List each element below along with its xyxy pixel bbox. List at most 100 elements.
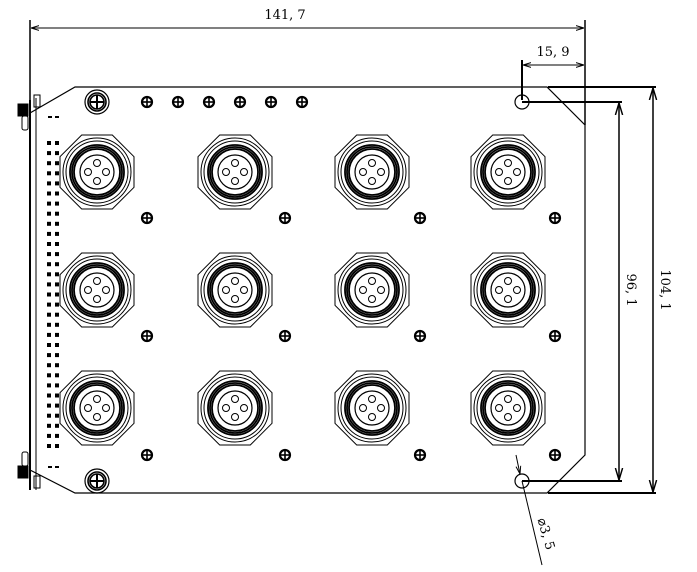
screw-icon (140, 448, 154, 462)
led-dot (55, 332, 59, 337)
led-dot (47, 302, 51, 307)
led-dot (55, 403, 59, 408)
mounting-bracket-top (17, 94, 41, 131)
screw-icon (413, 448, 427, 462)
m12-connector (197, 134, 273, 210)
connector-pin (231, 413, 239, 421)
led-dot (47, 141, 51, 145)
led-dot (47, 373, 51, 378)
connector-pin (504, 177, 512, 185)
led-dot (47, 413, 51, 418)
led-dot (47, 191, 51, 196)
led-dot (47, 444, 51, 448)
connector-pin (377, 404, 385, 412)
led-dot (55, 231, 59, 236)
connector-pin (84, 286, 92, 294)
screw-icon (278, 329, 292, 343)
led-dot (55, 353, 59, 358)
connector-pin (368, 277, 376, 285)
connector-pin (231, 295, 239, 303)
led-dot (55, 444, 59, 448)
m12-connector (59, 370, 135, 446)
m12-connector (334, 134, 410, 210)
screw-icon (413, 329, 427, 343)
led-dot (55, 312, 59, 317)
connector-pin (513, 286, 521, 294)
led-dot (47, 151, 51, 156)
screw-icon (202, 95, 216, 109)
m12-connector (197, 370, 273, 446)
mounting-bracket-bottom (17, 451, 41, 489)
screw-icon (233, 95, 247, 109)
large-screw-icon (84, 468, 110, 494)
screw-icon (140, 95, 154, 109)
connector-pin (231, 159, 239, 167)
m12-connector (334, 370, 410, 446)
connector-pin (93, 395, 101, 403)
led-dot (55, 343, 59, 347)
connector-pin (93, 159, 101, 167)
led-dot (47, 393, 51, 398)
screw-icon (413, 211, 427, 225)
connector-pin (231, 277, 239, 285)
led-dot (47, 343, 51, 347)
led-dot (55, 141, 59, 145)
connector-pin (504, 159, 512, 167)
connector-pin (368, 413, 376, 421)
connector-pin (495, 286, 503, 294)
m12-connector (470, 252, 546, 328)
board-components (59, 89, 562, 494)
connector-pin (240, 168, 248, 176)
connector-pin (93, 277, 101, 285)
screw-icon (548, 211, 562, 225)
led-dot (55, 302, 59, 307)
led-dot (55, 413, 59, 418)
led-dot (47, 322, 51, 327)
led-dot (47, 332, 51, 337)
led-dot (55, 363, 59, 368)
led-indicator-column (47, 141, 59, 448)
connector-pin (102, 286, 110, 294)
connector-pin (231, 177, 239, 185)
led-dot (55, 242, 59, 246)
connector-pin (368, 159, 376, 167)
led-dot (55, 373, 59, 378)
led-dot (55, 201, 59, 206)
connector-pin (222, 168, 230, 176)
connector-pin (102, 168, 110, 176)
dimension-label-overall-height: 104, 1 (657, 269, 672, 310)
led-dot (47, 312, 51, 317)
screw-icon (140, 329, 154, 343)
led-dot (47, 221, 51, 226)
connector-pin (368, 295, 376, 303)
connector-pin (84, 404, 92, 412)
connector-pin (84, 168, 92, 176)
screw-icon (278, 211, 292, 225)
led-dot (47, 171, 51, 176)
led-dot (47, 252, 51, 257)
connector-pin (504, 295, 512, 303)
dimension-overall-width (29, 20, 586, 125)
dimension-label-overall-width: 141, 7 (264, 8, 305, 23)
led-dot (47, 383, 51, 388)
connector-pin (240, 404, 248, 412)
led-dot (47, 433, 51, 438)
led-dot (55, 161, 59, 166)
connector-pin (504, 395, 512, 403)
connector-pin (368, 177, 376, 185)
led-dot (55, 181, 59, 186)
led-dot (55, 151, 59, 156)
connector-pin (359, 168, 367, 176)
connector-pin (368, 395, 376, 403)
m12-connector (59, 134, 135, 210)
connector-pin (93, 295, 101, 303)
m12-connector (59, 252, 135, 328)
connector-pin (93, 413, 101, 421)
connector-pin (93, 177, 101, 185)
led-dot (55, 272, 59, 277)
m12-connector (470, 134, 546, 210)
led-dot (47, 272, 51, 277)
led-dot (55, 221, 59, 226)
screw-icon (278, 448, 292, 462)
